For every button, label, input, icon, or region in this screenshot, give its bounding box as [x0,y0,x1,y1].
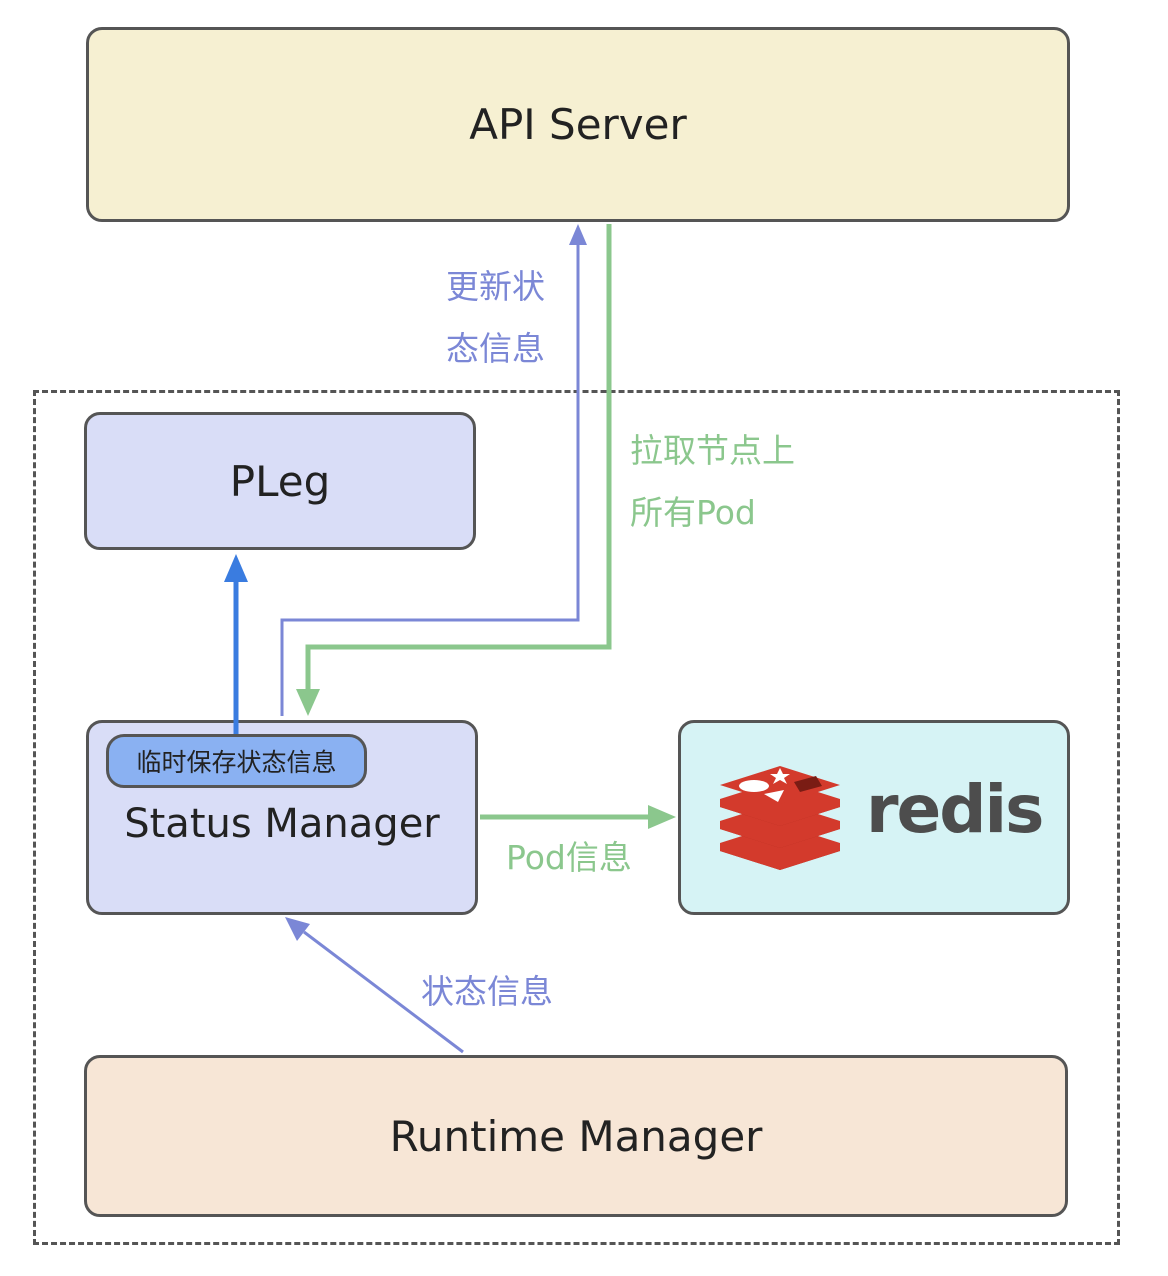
update-status-line1: 更新状 [446,267,545,306]
arrowhead-update-status [569,224,587,245]
redis-wordmark: redis [866,771,1044,848]
fetch-pods-label: 拉取节点上 所有Pod [630,420,795,544]
state-info-label: 状态信息 [421,972,553,1011]
pleg-node: PLeg [84,412,476,550]
update-status-label: 更新状 态信息 [446,256,545,380]
api-server-label: API Server [469,100,687,149]
redis-logo-icon [720,766,840,870]
pod-info-label: Pod信息 [506,838,632,877]
runtime-manager-label: Runtime Manager [389,1111,763,1161]
fetch-pods-line2: 所有Pod [630,493,756,532]
status-manager-label: Status Manager [124,801,440,847]
temp-storage-badge: 临时保存状态信息 [106,734,367,788]
update-status-line2: 态信息 [446,329,545,368]
api-server-node: API Server [86,27,1070,222]
temp-storage-label: 临时保存状态信息 [136,748,337,777]
fetch-pods-line1: 拉取节点上 [630,431,795,470]
pleg-label: PLeg [229,456,331,506]
runtime-manager-node: Runtime Manager [84,1055,1068,1217]
